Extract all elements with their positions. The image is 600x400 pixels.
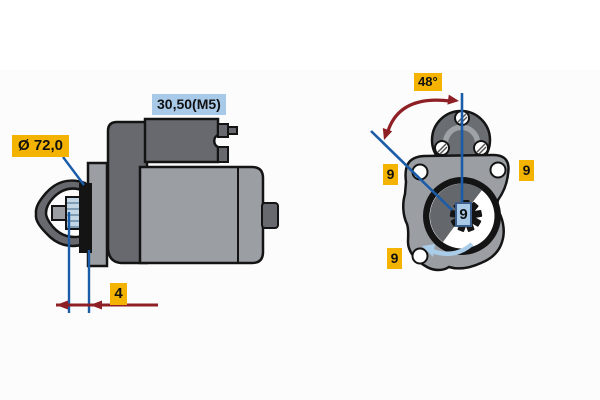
clearance-tag: 4: [110, 283, 127, 305]
flange-hole-right: [489, 161, 507, 179]
motor-body: [138, 165, 265, 265]
side-view-drawing: [34, 117, 279, 268]
angle-tag: 48°: [414, 73, 442, 91]
side-view-dimensions: [56, 156, 158, 313]
pinion-tag: 9: [455, 202, 472, 227]
bolt-right: [473, 140, 489, 156]
rear-stud: [261, 202, 279, 229]
flange-collar: [79, 183, 92, 253]
hole-tag-left: 9: [383, 164, 398, 185]
diameter-leader-line: [62, 156, 85, 186]
angle-arrowhead-right: [447, 94, 459, 105]
front-view-annotations: [370, 93, 474, 257]
flange-hole-bottom: [411, 247, 429, 265]
angle-arrowhead-left: [382, 128, 393, 140]
hole-tag-right: 9: [519, 160, 534, 181]
solenoid: [143, 117, 220, 164]
angle-reference-line-diagonal: [370, 130, 453, 211]
solenoid-terminal-upper: [217, 123, 229, 138]
solenoid-terminal-stud: [227, 126, 238, 135]
dimension-arrowhead-left: [56, 300, 68, 310]
rotation-arrowhead: [422, 244, 435, 257]
hole-tag-bottom: 9: [387, 248, 402, 269]
diameter-tag: Ø 72,0: [12, 135, 70, 157]
front-view-drawing: [402, 109, 510, 272]
solenoid-terminal-lower: [217, 146, 229, 163]
rotation-direction-arrow: [431, 242, 474, 257]
bolt-left: [434, 140, 450, 156]
solenoid-dimension-tag: 30,50(M5): [152, 94, 226, 115]
dimension-arrowhead-right: [90, 300, 102, 310]
angle-arc-arrow: [386, 98, 451, 132]
